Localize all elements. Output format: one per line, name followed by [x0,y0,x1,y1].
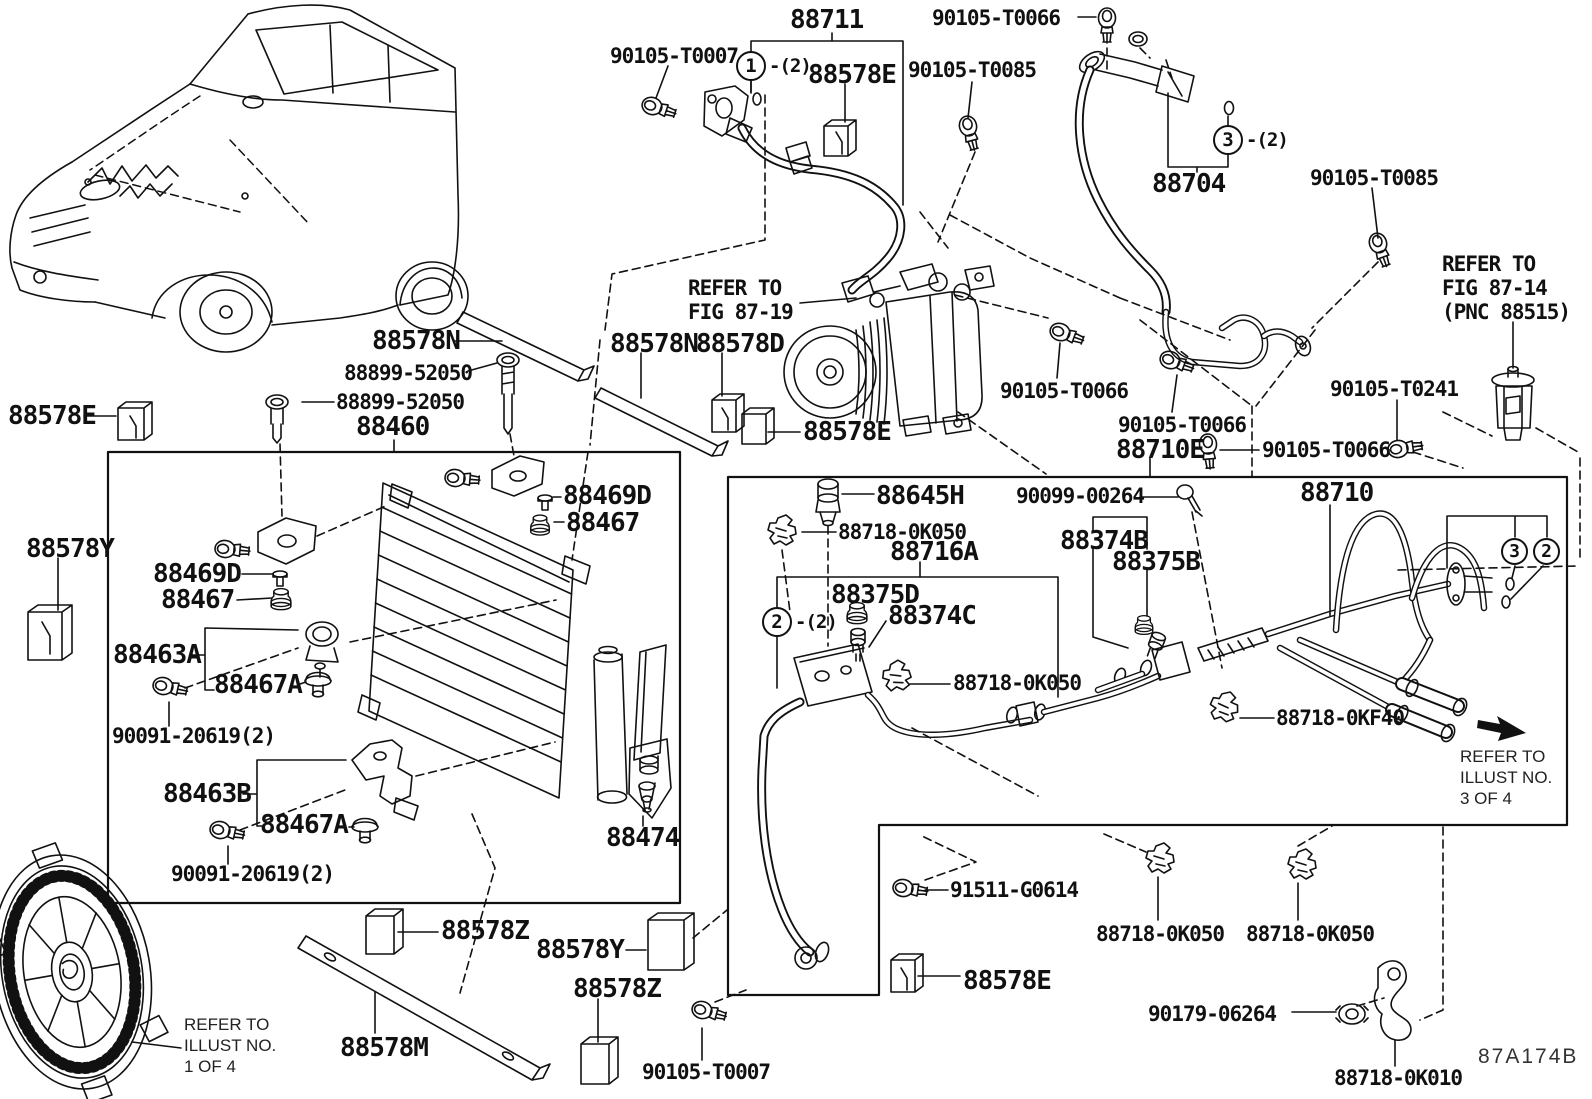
part-88704: 88704 [1152,169,1226,199]
part-88578Z-bottom: 88578Z [573,974,662,1004]
part-88469D-upper: 88469D [563,481,652,511]
part-88463A: 88463A [113,640,202,670]
marker-circle-2a: 2 [762,607,792,637]
part-88374B: 88374B [1060,526,1149,556]
receiver-drier [593,645,628,804]
part-88578E-top: 88578E [808,60,897,90]
part-88716A: 88716A [890,537,979,567]
marker-circle-3a: 3 [1213,125,1243,155]
part-88578N-mid: 88578N [610,329,699,359]
discharge-hose-88711 [639,85,906,308]
note-fig-87-19: REFER TO FIG 87-19 [688,276,794,325]
marker-qty-2a: -(2) [795,611,838,633]
part-88460: 88460 [356,412,430,442]
note-illust-3-of-4: REFER TO ILLUST NO. 3 OF 4 [1460,747,1553,808]
pipe-88710-assembly [1046,319,1526,743]
part-88710E: 88710E [1116,435,1205,465]
bolt-90091-20619-upper: 90091-20619(2) [112,724,276,748]
part-88578Y-bottom: 88578Y [536,935,625,965]
part-88645H: 88645H [876,481,965,511]
part-88578M: 88578M [340,1033,429,1063]
bolt-88899-52050-left: 88899-52050 [336,390,465,414]
part-88578N-left: 88578N [372,326,461,356]
part-88375D: 88375D [831,580,920,610]
clamp-88718-0K050-d: 88718-0K050 [1246,922,1375,946]
direction-arrow [1477,716,1526,741]
bolt-90105-T0085-right: 90105-T0085 [1310,166,1439,190]
condenser-assembly [150,352,672,845]
part-88463B: 88463B [163,779,252,809]
bolt-90105-T0241: 90105-T0241 [1330,377,1459,401]
compressor [783,263,995,437]
part-88467A-upper: 88467A [214,670,303,700]
part-88474: 88474 [606,823,680,853]
part-88578D: 88578D [696,329,785,359]
part-88375B: 88375B [1112,547,1201,577]
part-88467-upper: 88467 [566,508,640,538]
vehicle-sketch [9,4,469,353]
piping-box [726,475,1569,997]
marker-circle-2b: 2 [1533,538,1560,565]
marker-circle-3b: 3 [1501,538,1528,565]
cooling-fan [0,842,169,1099]
clamp-88718-0K050-b: 88718-0K050 [953,671,1082,695]
bolt-90105-T0085-left: 90105-T0085 [908,58,1037,82]
seal-rails-and-pads [27,119,924,1085]
bolt-91511-G0614: 91511-G0614 [950,878,1079,902]
bracket-88718-0K010: 88718-0K010 [1334,1066,1463,1090]
marker-qty-3a: -(2) [1246,129,1289,151]
part-88578E-bottom: 88578E [963,966,1052,996]
diagram-code: 87A174B [1478,1045,1579,1068]
part-88578Y-left: 88578Y [26,534,115,564]
marker-qty-1: -(2) [769,55,812,77]
bolt-90105-T0066-right: 90105-T0066 [1262,438,1391,462]
part-88711: 88711 [790,5,864,35]
part-88374C: 88374C [888,601,977,631]
clamp-88718-0KF40: 88718-0KF40 [1276,706,1405,730]
note-illust-1-of-4: REFER TO ILLUST NO. 1 OF 4 [184,1015,277,1076]
liquid-tube-assembly [757,478,1162,970]
bolt-90091-20619-lower: 90091-20619(2) [171,862,335,886]
note-fig-87-14: REFER TO FIG 87-14 (PNC 88515) [1442,252,1571,325]
dashed-lines [184,47,1581,1021]
bolt-90105-T0066-mid: 90105-T0066 [1118,413,1247,437]
bolt-88899-52050-right: 88899-52050 [344,361,473,385]
clamp-88718-0K050-c: 88718-0K050 [1096,922,1225,946]
clamp-88718-0K050-a: 88718-0K050 [838,520,967,544]
bottom-fasteners [689,842,1412,1041]
part-88467A-lower: 88467A [260,810,349,840]
bolt-90105-T0007-top: 90105-T0007 [610,44,739,68]
nut-90179-06264: 90179-06264 [1148,1002,1277,1026]
screw-90099-00264: 90099-00264 [1016,484,1145,508]
part-88578E-mid: 88578E [803,417,892,447]
marker-circle-1: 1 [736,51,766,81]
expansion-valve [1491,365,1535,441]
part-88578Z-left: 88578Z [441,916,530,946]
suction-pipe-88704 [956,7,1396,370]
part-88578E-far-left: 88578E [8,401,97,431]
bolt-90105-T0007-bottom: 90105-T0007 [642,1060,771,1084]
part-88710: 88710 [1300,478,1374,508]
part-88467-left: 88467 [161,585,235,615]
bolt-90105-T0066-top: 90105-T0066 [932,6,1061,30]
part-88469D-left: 88469D [153,559,242,589]
bolt-90105-T0066-mid-left: 90105-T0066 [1000,379,1129,403]
leader-lines [57,16,1548,1067]
